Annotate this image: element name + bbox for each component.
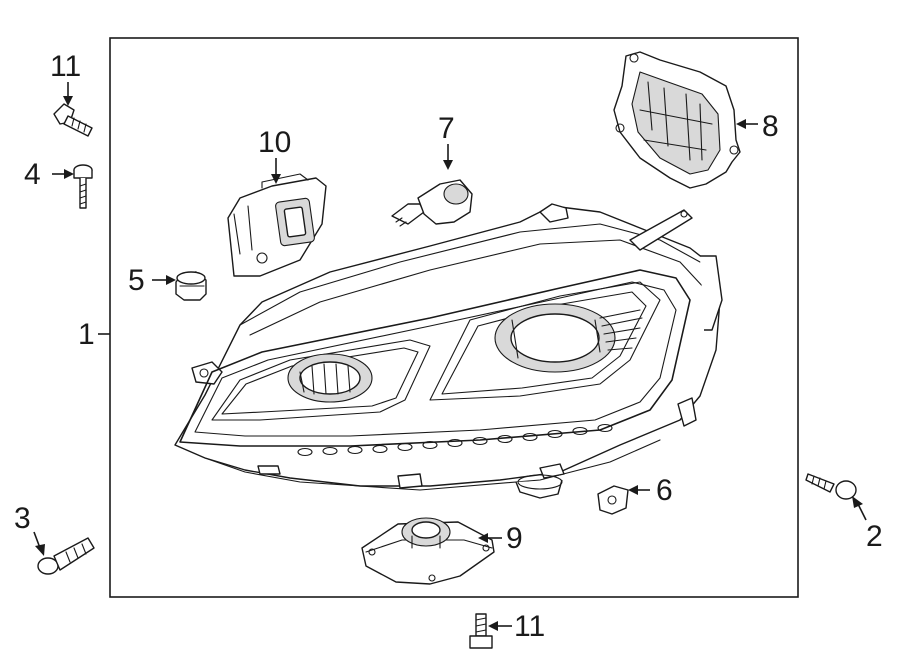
callout-5: 5 [128, 264, 145, 297]
callout-11-bottom: 11 [514, 610, 545, 643]
part-8-rear-cover[interactable] [613, 51, 741, 189]
callout-7: 7 [438, 112, 455, 145]
callout-3: 3 [14, 502, 31, 535]
drl-led-row [297, 423, 613, 457]
callout-6: 6 [656, 474, 673, 507]
part-2-screw[interactable] [805, 473, 857, 500]
callout-9: 9 [506, 522, 523, 555]
callout-4: 4 [24, 158, 41, 191]
part-6-clip-nut[interactable] [597, 485, 629, 515]
part-10-ballast-cover[interactable] [227, 173, 327, 277]
headlamp-assembly[interactable] [174, 203, 723, 499]
part-4-screw[interactable] [73, 164, 93, 209]
callout-2: 2 [866, 520, 883, 553]
part-11-bolt-top[interactable] [53, 103, 93, 137]
callout-8: 8 [762, 110, 779, 143]
callout-1: 1 [78, 318, 95, 351]
callout-10: 10 [258, 126, 291, 159]
callout-11-top: 11 [50, 50, 81, 83]
part-7-bulb[interactable] [391, 179, 473, 227]
part-11-bolt-bottom[interactable] [469, 613, 493, 649]
part-5-cap[interactable] [175, 271, 207, 301]
part-3-flange-bolt[interactable] [37, 537, 95, 575]
leader-lines [33, 82, 867, 631]
part-9-control-module[interactable] [361, 517, 495, 585]
assembly-frame [109, 37, 799, 598]
